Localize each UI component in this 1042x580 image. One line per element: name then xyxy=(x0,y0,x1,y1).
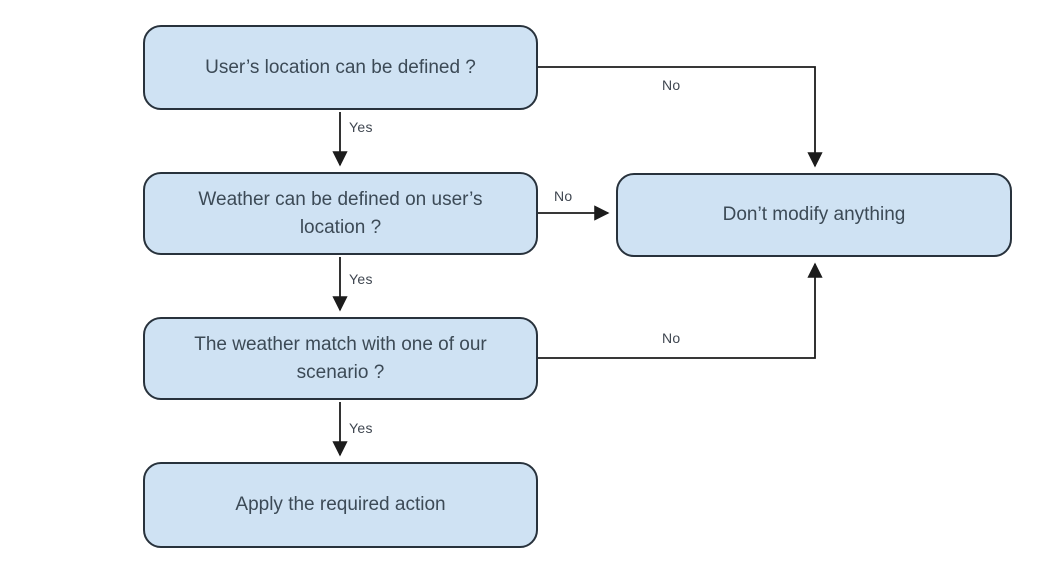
node-label: The weather match with one of our scenar… xyxy=(194,333,487,383)
edge-label-yes-2: Yes xyxy=(349,271,373,287)
edge-label-no-3: No xyxy=(662,330,681,346)
edge-label-yes-3: Yes xyxy=(349,420,373,436)
node-label: Weather can be defined on user’s locatio… xyxy=(198,188,483,238)
node-label: Don’t modify anything xyxy=(722,204,906,226)
node-label: Apply the required action xyxy=(235,494,446,516)
node-weather-defined: Weather can be defined on user’s locatio… xyxy=(143,172,538,255)
edge-label-yes-1: Yes xyxy=(349,119,373,135)
node-apply-required-action: Apply the required action xyxy=(143,462,538,548)
node-weather-matches-scenario: The weather match with one of our scenar… xyxy=(143,317,538,400)
edge-label-no-2: No xyxy=(554,188,573,204)
node-label: User’s location can be defined ? xyxy=(205,56,476,78)
node-dont-modify-anything: Don’t modify anything xyxy=(616,173,1012,257)
edge-label-no-1: No xyxy=(662,77,681,93)
node-user-location-defined: User’s location can be defined ? xyxy=(143,25,538,110)
